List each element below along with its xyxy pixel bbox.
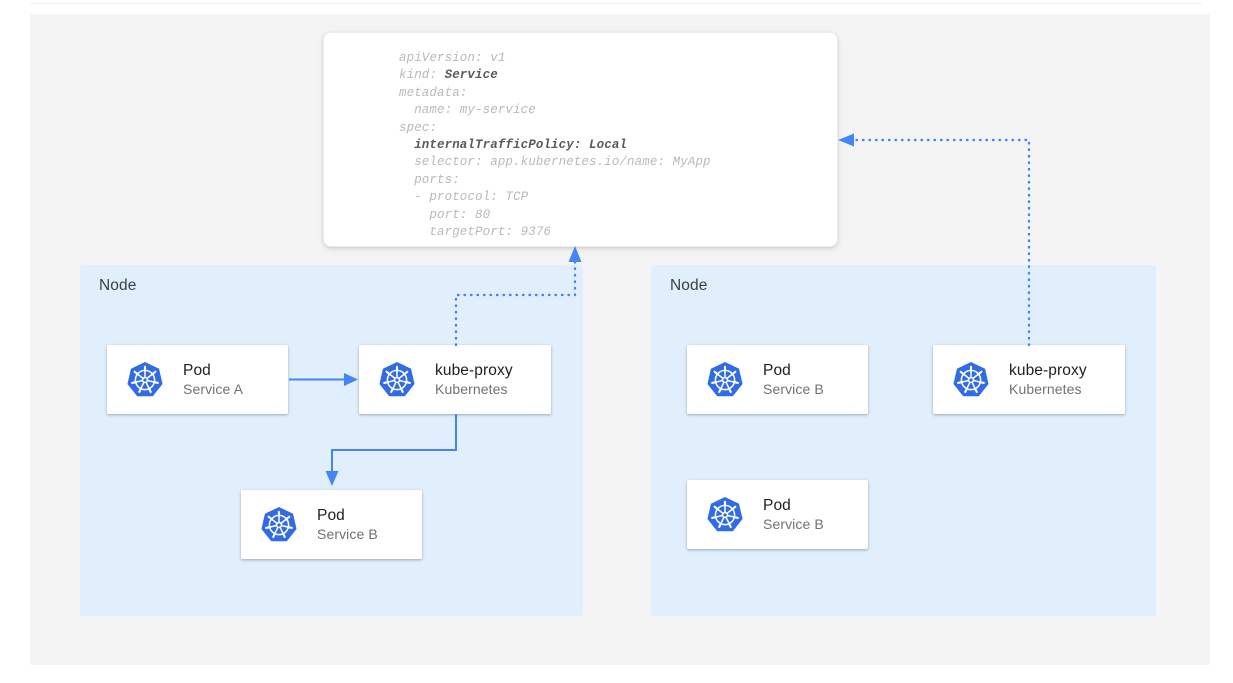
card-title: Pod <box>763 496 791 514</box>
yaml-line: kind: Service <box>399 68 498 83</box>
kubernetes-icon <box>259 505 299 545</box>
kubernetes-icon <box>705 360 745 400</box>
card-title: Pod <box>763 361 791 379</box>
kubernetes-icon <box>705 495 745 535</box>
service-yaml-text: apiVersion: v1 kind: Service metadata: nam… <box>399 50 711 241</box>
node-label: Node <box>99 277 137 294</box>
card-subtitle: Kubernetes <box>435 380 508 397</box>
card-pod-service-b-right-bottom[interactable]: Pod Service B <box>687 480 868 549</box>
yaml-line: apiVersion: v1 <box>399 51 506 65</box>
card-pod-service-a[interactable]: Pod Service A <box>107 345 288 414</box>
yaml-line: name: my-service <box>399 103 536 118</box>
card-subtitle: Service B <box>317 525 378 542</box>
card-pod-service-b-right-top[interactable]: Pod Service B <box>687 345 868 414</box>
kubernetes-icon <box>125 360 165 400</box>
card-title: kube-proxy <box>1009 361 1087 379</box>
top-divider <box>30 3 1202 4</box>
yaml-line: ports: <box>399 172 460 187</box>
yaml-line: spec: <box>399 120 438 135</box>
yaml-line: selector: app.kubernetes.io/name: MyApp <box>399 155 711 170</box>
yaml-line: - protocol: TCP <box>399 190 529 205</box>
card-subtitle: Service A <box>183 380 244 397</box>
card-title: Pod <box>317 506 345 524</box>
node-panel-left: Node <box>80 265 583 616</box>
card-kube-proxy-right[interactable]: kube-proxy Kubernetes <box>933 345 1125 414</box>
node-panel-right: Node <box>651 265 1156 616</box>
card-subtitle: Service B <box>763 515 824 532</box>
card-title: kube-proxy <box>435 361 513 379</box>
kubernetes-icon <box>951 360 991 400</box>
yaml-line: internalTrafficPolicy: Local <box>414 137 628 152</box>
service-yaml-card: apiVersion: v1 kind: Service metadata: nam… <box>323 32 838 247</box>
node-label: Node <box>670 277 708 294</box>
yaml-line: targetPort: 9376 <box>399 224 552 239</box>
card-pod-service-b-left[interactable]: Pod Service B <box>241 490 422 559</box>
yaml-line: port: 80 <box>399 207 491 222</box>
yaml-line: metadata: <box>399 85 468 100</box>
card-subtitle: Kubernetes <box>1009 380 1082 397</box>
kubernetes-icon <box>377 360 417 400</box>
card-title: Pod <box>183 361 211 379</box>
card-subtitle: Service B <box>763 380 824 397</box>
card-kube-proxy-left[interactable]: kube-proxy Kubernetes <box>359 345 551 414</box>
